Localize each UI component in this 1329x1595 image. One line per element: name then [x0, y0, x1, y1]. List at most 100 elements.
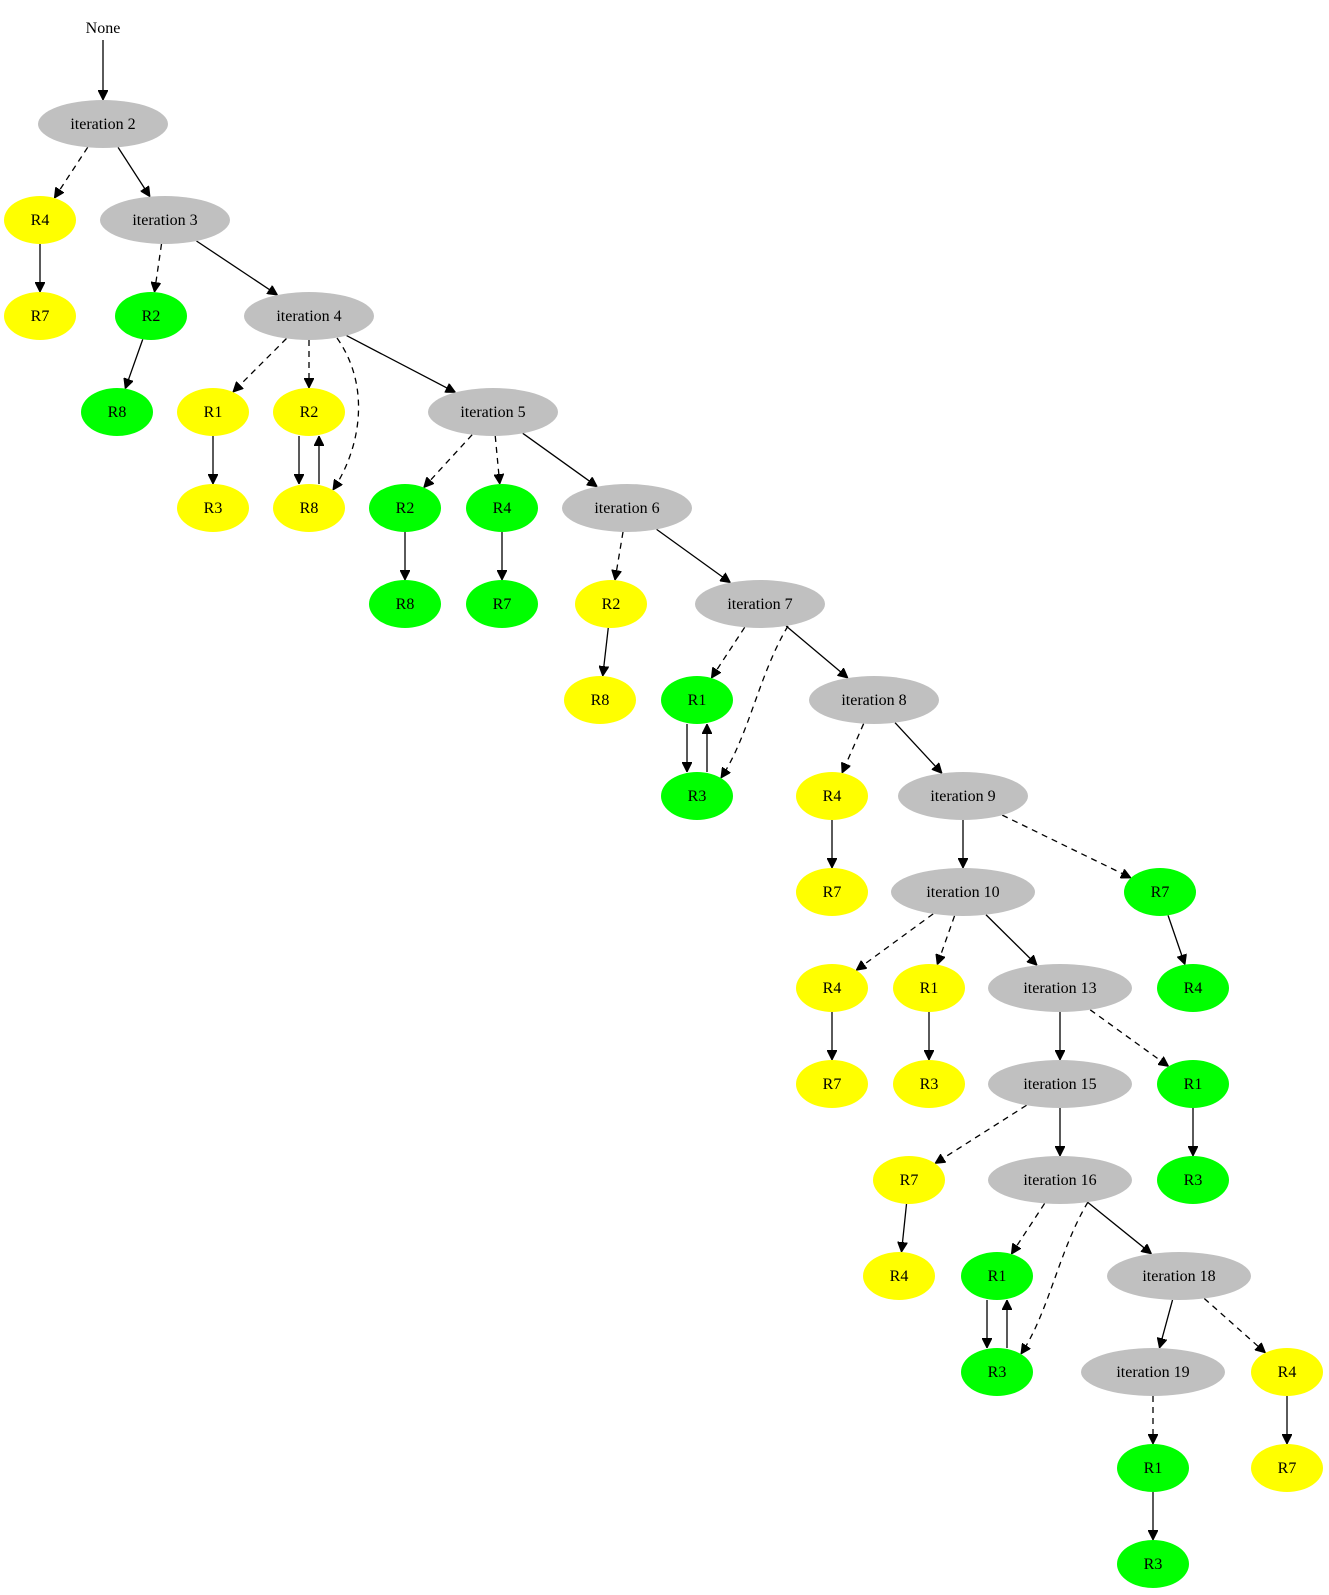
node-h_r4-shape — [1157, 964, 1229, 1012]
node-m_r7-shape — [1251, 1444, 1323, 1492]
node-n_r1: R1 — [1117, 1444, 1189, 1492]
edge-it2-to-it3 — [117, 146, 150, 196]
node-d_r8: R8 — [369, 580, 441, 628]
node-it7-label: iteration 7 — [727, 596, 792, 613]
node-c_r8-shape — [273, 484, 345, 532]
node-g_r4: R4 — [796, 772, 868, 820]
node-c_r1-shape — [177, 388, 249, 436]
node-it5-shape — [428, 388, 558, 436]
edge-h_r7-to-h_r4 — [1167, 915, 1185, 964]
node-e_r8: R8 — [564, 676, 636, 724]
node-d_r4-shape — [466, 484, 538, 532]
node-it3: iteration 3 — [100, 196, 230, 244]
node-c_r2-shape — [273, 388, 345, 436]
node-it3-shape — [100, 196, 230, 244]
edge-it3-to-it4 — [196, 240, 277, 295]
node-a_r4-label: R4 — [31, 212, 50, 229]
node-d_r8-shape — [369, 580, 441, 628]
node-it9: iteration 9 — [898, 772, 1028, 820]
node-it19-shape — [1081, 1348, 1225, 1396]
edge-it3-to-b_r2 — [154, 243, 163, 292]
node-a_r4: R4 — [4, 196, 76, 244]
node-it8-shape — [809, 676, 939, 724]
node-d_r8-label: R8 — [396, 596, 415, 613]
node-l_r3-label: R3 — [988, 1364, 1007, 1381]
node-j_r1: R1 — [1157, 1060, 1229, 1108]
node-e_r8-shape — [564, 676, 636, 724]
edge-e_r2-to-e_r8 — [603, 627, 609, 676]
node-l_r1-shape — [961, 1252, 1033, 1300]
node-g_r7-shape — [796, 868, 868, 916]
node-it9-label: iteration 9 — [930, 788, 995, 805]
node-it13-shape — [988, 964, 1132, 1012]
edge-it16-to-l_r3 — [1021, 1201, 1089, 1354]
edge-it7-to-it8 — [785, 625, 848, 678]
node-it16: iteration 16 — [988, 1156, 1132, 1204]
node-e_r2-label: R2 — [602, 596, 621, 613]
node-i_r7-label: R7 — [823, 1076, 842, 1093]
node-i_r1: R1 — [893, 964, 965, 1012]
node-i_r7-shape — [796, 1060, 868, 1108]
node-it19: iteration 19 — [1081, 1348, 1225, 1396]
edges-layer — [40, 40, 1287, 1540]
node-h_r7-shape — [1124, 868, 1196, 916]
node-a_r7-label: R7 — [31, 308, 50, 325]
node-f_r1-label: R1 — [688, 692, 707, 709]
node-l_r1-label: R1 — [988, 1268, 1007, 1285]
node-d_r7-label: R7 — [493, 596, 512, 613]
edge-it18-to-m_r4 — [1203, 1297, 1265, 1352]
node-h_r4: R4 — [1157, 964, 1229, 1012]
edge-it16-to-l_r1 — [1011, 1203, 1046, 1254]
node-k_r7-shape — [873, 1156, 945, 1204]
node-c_r8-label: R8 — [300, 500, 319, 517]
node-c_r3-shape — [177, 484, 249, 532]
node-a_r7-shape — [4, 292, 76, 340]
node-it3-label: iteration 3 — [132, 212, 197, 229]
node-f_r1: R1 — [661, 676, 733, 724]
edge-it18-to-it19 — [1159, 1299, 1174, 1348]
node-m_r4-label: R4 — [1278, 1364, 1297, 1381]
node-it15-shape — [988, 1060, 1132, 1108]
node-f_r3-label: R3 — [688, 788, 707, 805]
edge-it6-to-it7 — [656, 528, 731, 582]
node-i_r1-shape — [893, 964, 965, 1012]
node-c_r3-label: R3 — [204, 500, 223, 517]
node-a_r4-shape — [4, 196, 76, 244]
node-i_r4: R4 — [796, 964, 868, 1012]
node-it13-label: iteration 13 — [1023, 980, 1096, 997]
node-j_r3-label: R3 — [1184, 1172, 1203, 1189]
node-it4-shape — [244, 292, 374, 340]
node-d_r2-shape — [369, 484, 441, 532]
edge-it15-to-k_r7 — [935, 1104, 1027, 1163]
node-it5: iteration 5 — [428, 388, 558, 436]
node-c_r1: R1 — [177, 388, 249, 436]
node-k_r7-label: R7 — [900, 1172, 919, 1189]
node-it5-label: iteration 5 — [460, 404, 525, 421]
edge-it10-to-i_r1 — [937, 915, 956, 965]
node-l_r3: R3 — [961, 1348, 1033, 1396]
node-none: None — [86, 20, 121, 37]
node-h_r7-label: R7 — [1151, 884, 1170, 901]
node-g_r4-shape — [796, 772, 868, 820]
node-it16-label: iteration 16 — [1023, 1172, 1096, 1189]
edge-it5-to-d_r2 — [424, 434, 473, 488]
node-i_r4-shape — [796, 964, 868, 1012]
node-it4-label: iteration 4 — [276, 308, 341, 325]
node-e_r2: R2 — [575, 580, 647, 628]
node-i_r4-label: R4 — [823, 980, 842, 997]
edge-b_r2-to-b_r8 — [125, 339, 144, 388]
node-i_r3-label: R3 — [920, 1076, 939, 1093]
edge-it10-to-it13 — [985, 914, 1037, 966]
node-it8: iteration 8 — [809, 676, 939, 724]
node-l_r3-shape — [961, 1348, 1033, 1396]
node-m_r4-shape — [1251, 1348, 1323, 1396]
node-b_r2-shape — [115, 292, 187, 340]
node-e_r2-shape — [575, 580, 647, 628]
node-i_r3-shape — [893, 1060, 965, 1108]
node-c_r3: R3 — [177, 484, 249, 532]
node-b_r8-label: R8 — [108, 404, 127, 421]
edge-it4-to-c_r8 — [333, 337, 360, 490]
node-d_r4-label: R4 — [493, 500, 512, 517]
node-it18-shape — [1107, 1252, 1251, 1300]
edge-it2-to-a_r4 — [54, 146, 89, 198]
